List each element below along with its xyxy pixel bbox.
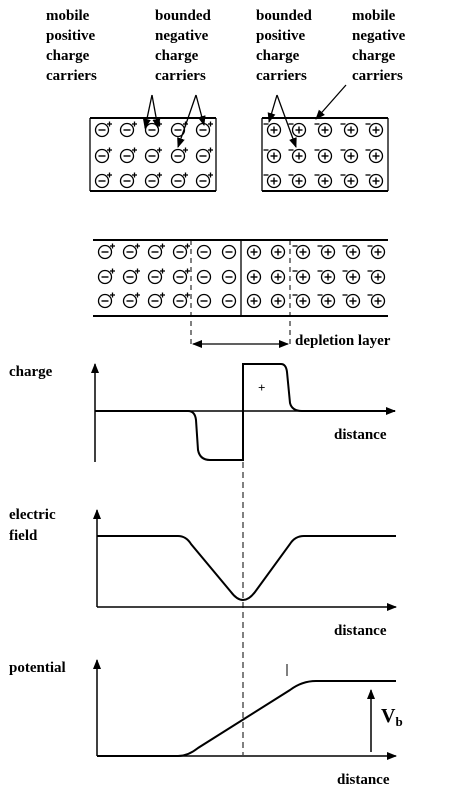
positive-ion-symbol [317,293,336,309]
positive-ion-symbol [365,122,384,138]
field-x-label: distance [334,623,387,639]
positive-ion-symbol [292,269,311,285]
negative-ion-symbol [97,268,115,285]
potential-plot-axes [93,659,397,760]
negative-ion-symbol [122,243,140,260]
positive-ion-symbol [314,148,333,164]
label-bounded-positive-charge: bounded positive charge carriers [256,8,312,84]
negative-ion-symbol [122,268,140,285]
charge-plot-axes [91,363,396,462]
negative-ion-symbol [147,292,165,309]
negative-ion-symbol [172,268,190,285]
label-bounded-negative-charge: bounded negative charge carriers [155,8,211,84]
negative-ion-symbol [144,147,162,164]
positive-ion-symbol [314,173,333,189]
positive-ion-symbol [367,293,386,309]
positive-ion-symbol [292,293,311,309]
positive-ion-symbol [340,122,359,138]
potential-y-label: potential [9,660,66,676]
positive-ion-symbol [263,173,282,189]
positive-ion-symbol [317,269,336,285]
negative-ion-symbol [119,172,137,189]
negative-ion-symbol [97,243,115,260]
positive-ion-symbol [246,293,262,309]
negative-ion-symbol [147,268,165,285]
negative-ion-symbol [172,243,190,260]
separate-blocks [89,117,389,192]
field-y-label-line2: field [9,528,38,544]
positive-ion-symbol [270,244,286,260]
positive-ion-symbol [263,148,282,164]
positive-ion-symbol [246,244,262,260]
negative-ion-symbol [196,269,212,285]
charge-plus-mark: + [258,380,265,395]
positive-ion-symbol [288,122,307,138]
positive-ion-symbol [270,269,286,285]
positive-ion-symbol [292,244,311,260]
depletion-layer-label: depletion layer [295,333,391,349]
label-pointer-arrows [142,84,347,148]
junction-block [93,239,388,348]
positive-ion-symbol [367,244,386,260]
negative-ion-symbol [195,147,213,164]
junction-carriers [97,243,386,309]
negative-ion-symbol [170,172,188,189]
charge-y-label: charge [9,364,53,380]
negative-ion-symbol [172,292,190,309]
negative-ion-symbol [196,293,212,309]
negative-ion-symbol [94,147,112,164]
negative-ion-symbol [122,292,140,309]
positive-ion-symbol [340,148,359,164]
positive-ion-symbol [365,148,384,164]
positive-ion-symbol [246,269,262,285]
positive-ion-symbol [314,122,333,138]
positive-ion-symbol [342,269,361,285]
negative-ion-symbol [94,121,112,138]
negative-ion-symbol [144,121,162,138]
negative-ion-symbol [195,172,213,189]
negative-ion-symbol [144,172,162,189]
negative-ion-symbol [147,243,165,260]
positive-ion-symbol [317,244,336,260]
electric-field-curve [97,535,396,601]
negative-ion-symbol [221,244,237,260]
positive-ion-symbol [288,173,307,189]
positive-ion-symbol [340,173,359,189]
potential-x-label: distance [337,772,390,788]
negative-ion-symbol [221,269,237,285]
positive-ion-symbol [342,244,361,260]
negative-ion-symbol [119,147,137,164]
positive-ion-symbol [367,269,386,285]
negative-ion-symbol [221,293,237,309]
negative-ion-symbol [94,172,112,189]
positive-ion-symbol [263,122,282,138]
negative-ion-symbol [170,121,188,138]
negative-ion-symbol [119,121,137,138]
vb-subscript: b [395,714,402,729]
negative-ion-symbol [97,292,115,309]
negative-ion-symbol [196,244,212,260]
label-mobile-positive-carriers: mobile positive charge carriers [46,8,97,84]
positive-ion-symbol [288,148,307,164]
field-y-label-line1: electric [9,507,56,523]
charge-curve [95,363,395,461]
label-mobile-negative-carriers: mobile negative charge carriers [352,8,406,84]
field-plot-axes [93,509,397,611]
positive-ion-symbol [270,293,286,309]
n-block-carriers [263,122,384,189]
vb-label: Vb [381,705,403,729]
charge-x-label: distance [334,427,387,443]
negative-ion-symbol [195,121,213,138]
p-block-carriers [94,121,213,189]
potential-curve [97,680,396,757]
negative-ion-symbol [170,147,188,164]
positive-ion-symbol [365,173,384,189]
vb-main: V [381,705,396,727]
positive-ion-symbol [342,293,361,309]
